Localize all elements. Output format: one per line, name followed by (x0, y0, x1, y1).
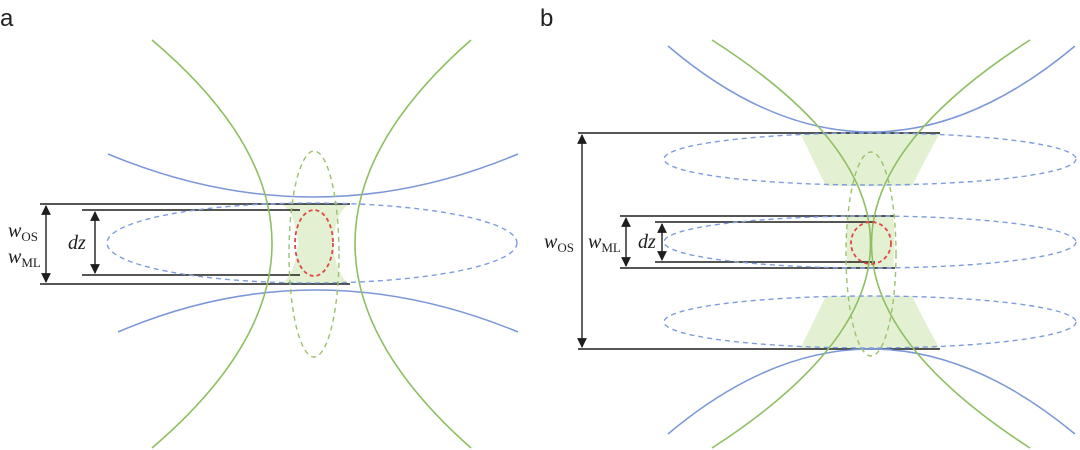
panel-a-dz-label: dz (68, 232, 86, 254)
panel-a-wos-label: wOS (8, 220, 38, 244)
panel-a-blue-dashed-ellipse (106, 202, 518, 284)
panel-a-overlap-fill (281, 204, 350, 284)
panel-b-upper-overlap-fill (800, 133, 940, 186)
panel-a-label: a (0, 5, 14, 32)
panel-b-green-dashed-ellipse (845, 151, 897, 357)
panel-b-blue-lower-curve (667, 348, 1076, 435)
panel-a-blue-lower-curve (117, 289, 519, 333)
panel-b-middle-blue-dashed-ellipse (663, 215, 1077, 269)
panel-b-lower-blue-dashed-ellipse (663, 295, 1077, 349)
panel-a-green-dashed-ellipse (288, 150, 340, 358)
panel-b-blue-upper-curve (667, 45, 1076, 133)
panel-a-wml-label: wML (8, 246, 41, 270)
panel-b: b wOS wML dz (540, 5, 1077, 449)
panel-b-green-left-curve (711, 39, 872, 449)
panel-a-green-left-curve (151, 39, 273, 449)
panel-b-wos-label: wOS (544, 231, 574, 255)
panel-b-label: b (540, 5, 553, 32)
panel-b-lower-overlap-fill (800, 296, 940, 349)
panel-a-blue-upper-curve (107, 153, 519, 198)
panel-a: a wOS wML dz (0, 5, 519, 449)
panel-b-green-right-curve (870, 39, 1031, 449)
panel-b-upper-blue-dashed-ellipse (663, 132, 1077, 186)
panel-a-red-dashed-ellipse (294, 209, 334, 277)
panel-b-red-dashed-ellipse (850, 221, 892, 265)
panel-b-dz-label: dz (638, 231, 656, 253)
panel-b-wml-label: wML (588, 231, 621, 255)
panel-a-green-right-curve (354, 39, 472, 449)
